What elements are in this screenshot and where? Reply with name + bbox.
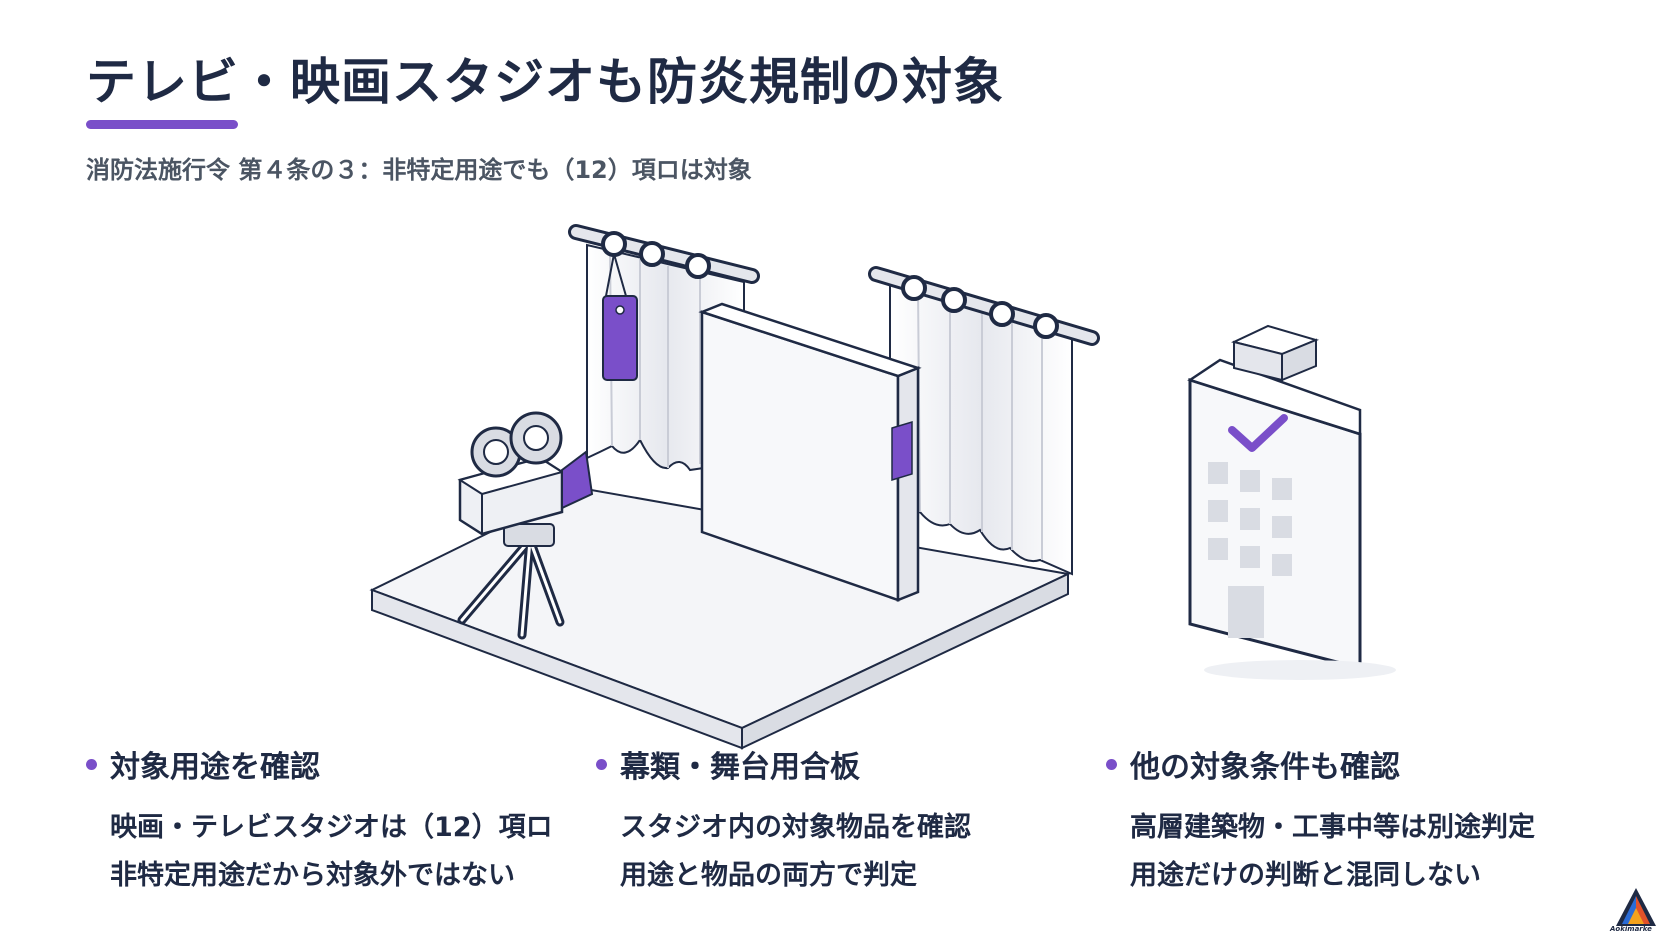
- point-usage: 対象用途を確認 映画・テレビスタジオは（12）項ロ 非特定用途だから対象外ではな…: [86, 742, 606, 900]
- title-underline: [86, 120, 238, 129]
- point-other-conditions: 他の対象条件も確認 高層建築物・工事中等は別途判定 用途だけの判断と混同しない: [1106, 742, 1626, 900]
- point-line: 用途と物品の両方で判定: [620, 860, 917, 891]
- point-line: 映画・テレビスタジオは（12）項ロ: [110, 812, 553, 843]
- point-heading: 幕類・舞台用合板: [620, 750, 860, 785]
- point-items: 幕類・舞台用合板 スタジオ内の対象物品を確認 用途と物品の両方で判定: [596, 742, 1116, 900]
- brand-logo-icon: [1616, 888, 1656, 926]
- page-subtitle: 消防法施行令 第４条の３：非特定用途でも（12）項ロは対象: [86, 156, 752, 184]
- curtain-icon: [868, 266, 1100, 576]
- film-camera-icon: [457, 411, 594, 640]
- tag-icon: [602, 253, 638, 381]
- page-title: テレビ・映画スタジオも防炎規制の対象: [86, 53, 1004, 111]
- bullet-dot: [1106, 758, 1117, 770]
- point-line: 用途だけの判断と混同しない: [1130, 860, 1481, 891]
- brand-logo-text: Aokimarke: [1610, 925, 1652, 933]
- point-heading: 他の対象条件も確認: [1130, 750, 1400, 785]
- point-line: スタジオ内の対象物品を確認: [620, 812, 971, 843]
- bullet-dot: [596, 758, 607, 770]
- point-heading: 対象用途を確認: [110, 750, 320, 785]
- building-check-icon: [1187, 324, 1396, 680]
- bullet-dot: [86, 758, 97, 770]
- point-line: 高層建築物・工事中等は別途判定: [1130, 812, 1535, 843]
- point-line: 非特定用途だから対象外ではない: [110, 860, 515, 891]
- flat-panel-icon: [698, 302, 922, 602]
